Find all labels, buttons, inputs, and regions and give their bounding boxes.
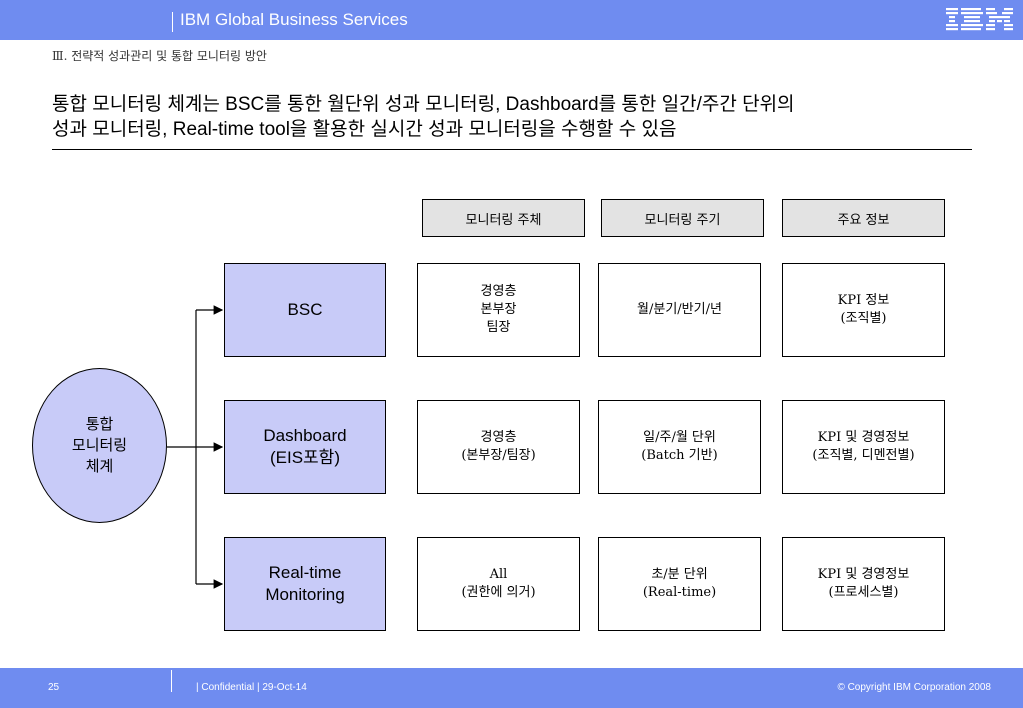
column-header-info: 주요 정보 [782,199,945,237]
column-header-subject: 모니터링 주체 [422,199,585,237]
top-bar: IBM Global Business Services [0,0,1023,40]
cell-realtime-cycle: 초/분 단위 (Real-time) [598,537,761,631]
footer-separator [171,670,172,692]
cell-dashboard-cycle: 일/주/월 단위 (Batch 기반) [598,400,761,494]
column-header-cycle: 모니터링 주기 [601,199,764,237]
page-number: 25 [48,682,60,693]
header-separator [172,12,173,32]
headline-line-2: 성과 모니터링, Real-time tool을 활용한 실시간 성과 모니터링… [52,119,677,140]
row-label-realtime: Real-time Monitoring [224,537,386,631]
cell-bsc-info: KPI 정보 (조직별) [782,263,945,357]
cell-realtime-info: KPI 및 경영정보 (프로세스별) [782,537,945,631]
cell-bsc-cycle: 월/분기/반기/년 [598,263,761,357]
cell-realtime-subject: All (권한에 의거) [417,537,580,631]
section-title: Ⅲ. 전략적 성과관리 및 통합 모니터링 방안 [52,49,267,63]
cell-dashboard-info: KPI 및 경영정보 (조직별, 디멘전별) [782,400,945,494]
headline-line-1: 통합 모니터링 체계는 BSC를 통한 월단위 성과 모니터링, Dashboa… [52,94,795,115]
row-label-bsc: BSC [224,263,386,357]
row-label-dashboard: Dashboard (EIS포함) [224,400,386,494]
headline-rule [52,149,972,150]
ibm-logo [946,8,1013,31]
cell-dashboard-subject: 경영층 (본부장/팀장) [417,400,580,494]
center-node: 통합 모니터링 체계 [32,368,167,523]
header-title: IBM Global Business Services [180,10,408,29]
footer-bar: 25 | Confidential | 29-Oct-14 © Copyrigh… [0,668,1023,708]
confidential-label: | Confidential | 29-Oct-14 [196,682,307,693]
copyright-label: © Copyright IBM Corporation 2008 [837,682,991,693]
headline: 통합 모니터링 체계는 BSC를 통한 월단위 성과 모니터링, Dashboa… [52,92,982,142]
cell-bsc-subject: 경영층 본부장 팀장 [417,263,580,357]
